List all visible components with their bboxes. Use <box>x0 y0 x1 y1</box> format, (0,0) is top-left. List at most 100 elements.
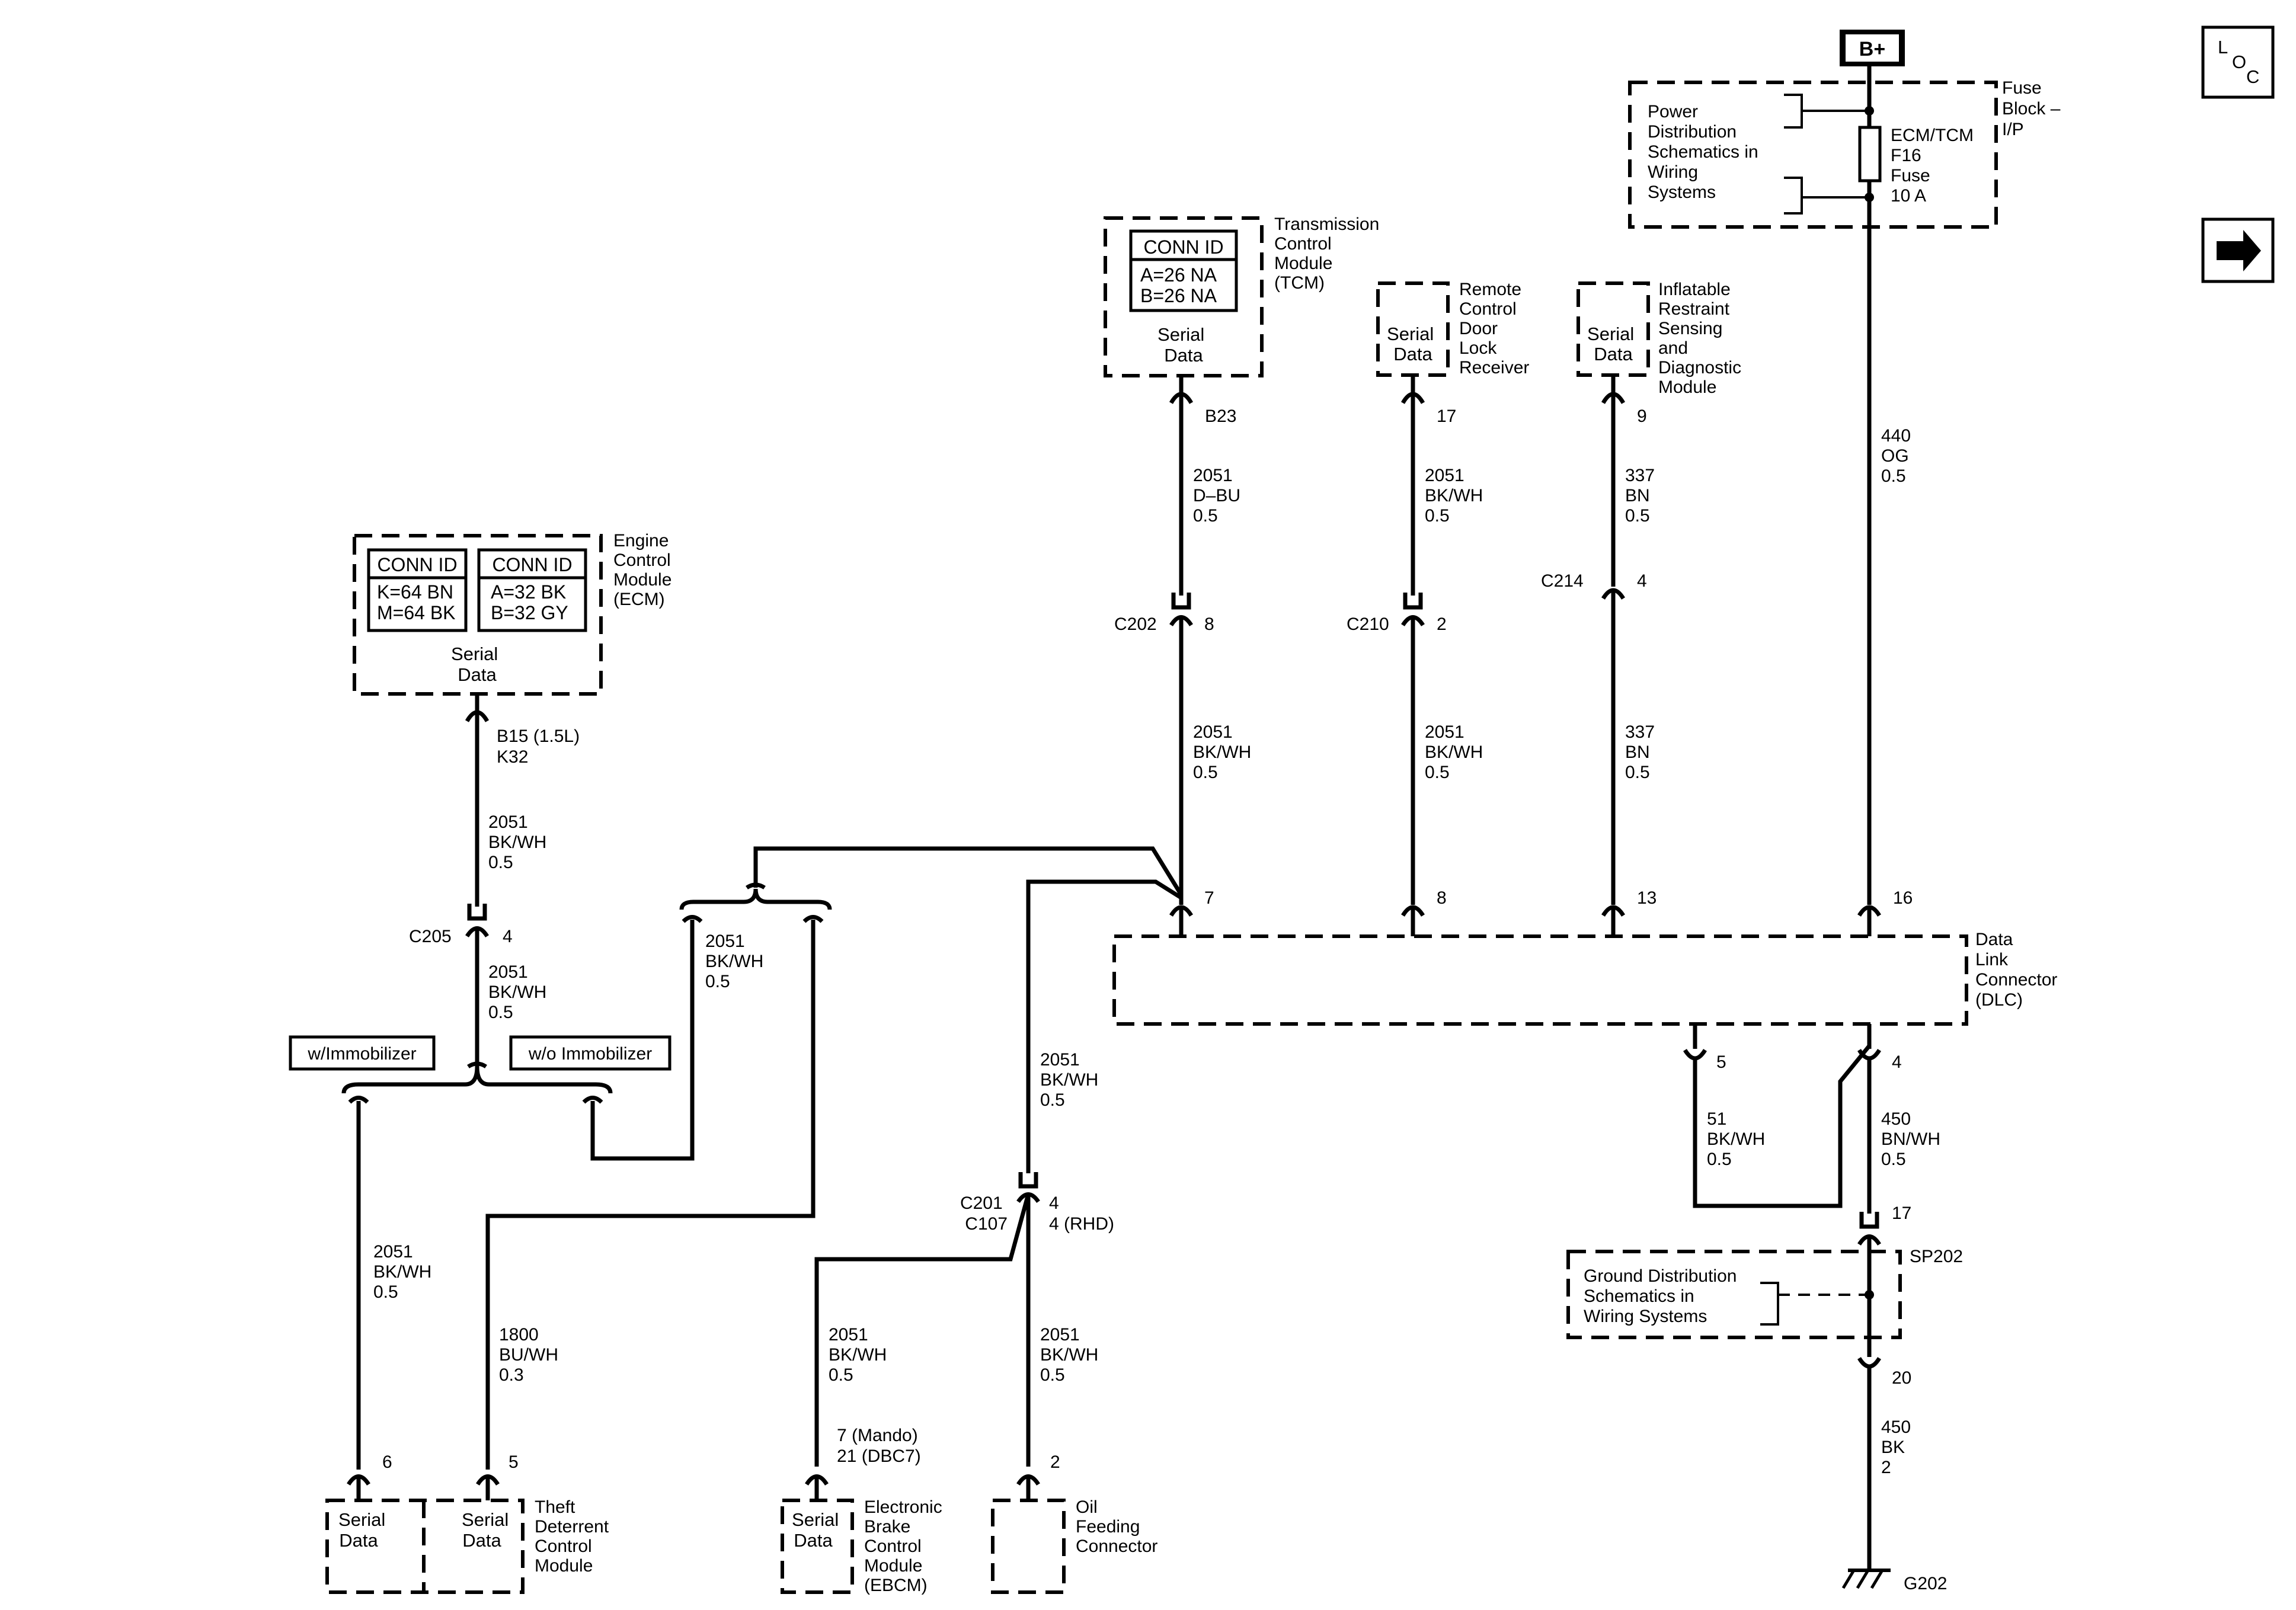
dlc-pin-13: 13 <box>1637 888 1657 908</box>
power-distribution-label: Power Distribution Schematics in Wiring … <box>1648 102 1763 202</box>
option-splice <box>467 1061 487 1069</box>
loc-letter-o: O <box>2232 52 2246 72</box>
dlc-name: Data Link Connector (DLC) <box>1975 930 2062 1010</box>
c210-female <box>1401 615 1425 626</box>
c214-pin: 4 <box>1637 571 1647 591</box>
dlc-pin-4: 4 <box>1892 1052 1902 1072</box>
svg-text:CONN ID: CONN ID <box>1143 236 1223 258</box>
c214-label: C214 <box>1541 571 1584 591</box>
tdm-name: Theft Deterrent Control Module <box>535 1497 613 1576</box>
ecm-wire2-label: 2051 BK/WH 0.5 <box>488 962 552 1022</box>
svg-text:A=26 NA: A=26 NA <box>1140 264 1217 286</box>
c205-pin: 4 <box>503 927 513 946</box>
sdm-outline <box>1576 281 1650 377</box>
c210-pin: 2 <box>1437 614 1447 634</box>
c201-connector-label: C201 C107 <box>960 1193 1008 1234</box>
wire-440-label: 440 OG 0.5 <box>1881 426 1916 486</box>
rcdlr-serial-data: Serial Data <box>1387 324 1439 364</box>
ground-pin-17: 17 <box>1892 1204 1911 1223</box>
brace-right-end <box>582 1096 603 1104</box>
loc-letter-c: C <box>2246 66 2259 87</box>
brace2-right-end <box>802 915 824 923</box>
svg-text:A=32 BK: A=32 BK <box>491 581 566 603</box>
wire-450a-label: 450 BN/WH 0.5 <box>1881 1109 1945 1169</box>
ground-pin20-terminal <box>1857 1357 1881 1369</box>
sdm-wire2-label: 337 BN 0.5 <box>1625 722 1659 782</box>
power-dist-bracket-bottom <box>1784 177 1803 215</box>
tcm-outline <box>1104 216 1264 377</box>
fuse-f16 <box>1858 126 1882 183</box>
tcm-name: Transmission Control Module (TCM) <box>1274 215 1384 293</box>
wire-450b-label: 450 BK 2 <box>1881 1417 1916 1477</box>
ebcm-wire <box>814 1193 1031 1467</box>
c202-label: C202 <box>1114 614 1157 634</box>
dlc-pin-5-terminal <box>1683 1049 1707 1061</box>
ecm-b15-terminal <box>465 710 490 722</box>
ecm-wire1-label: 2051 BK/WH 0.5 <box>488 812 552 872</box>
tcm-conn-id-table: CONN ID A=26 NA B=26 NA <box>1129 229 1238 312</box>
wire-51 <box>1693 1044 1871 1208</box>
tdm-serial-data-1: Serial Data <box>338 1509 391 1551</box>
rcdlr-wire1-label: 2051 BK/WH 0.5 <box>1425 466 1488 526</box>
b-plus-label: B+ <box>1859 38 1885 60</box>
upper-option-brace <box>679 888 832 910</box>
fuse-label: ECM/TCM F16 Fuse 10 A <box>1891 126 1978 206</box>
rcdlr-outline <box>1376 281 1450 377</box>
ground-conn-male <box>1859 1212 1879 1229</box>
c210-male <box>1403 593 1423 610</box>
rcdlr-wire2-label: 2051 BK/WH 0.5 <box>1425 722 1488 782</box>
svg-text:M=64 BK: M=64 BK <box>377 602 456 623</box>
dlc-outline <box>1112 934 1968 1026</box>
oil-wire-label: 2051 BK/WH 0.5 <box>1040 1325 1104 1385</box>
ecm-pin-label: B15 (1.5L) K32 <box>497 726 584 767</box>
without-immobilizer-label-box: w/o Immobilizer <box>509 1035 671 1071</box>
dlc-pin-7: 7 <box>1204 888 1214 908</box>
fuse-block-label: Fuse Block – I/P <box>2002 78 2065 139</box>
without-immobilizer-label: w/o Immobilizer <box>528 1044 652 1064</box>
c201-top-wire-label: 2051 BK/WH 0.5 <box>1040 1050 1104 1110</box>
rcdlr-pin: 17 <box>1437 406 1456 426</box>
rcdlr-name: Remote Control Door Lock Receiver <box>1459 280 1529 377</box>
ground-symbol-icon <box>1841 1569 1891 1589</box>
sdm-serial-data: Serial Data <box>1587 324 1639 364</box>
without-immobilizer-wire <box>590 920 695 1161</box>
mid-wire-label: 2051 BK/WH 0.5 <box>705 932 769 991</box>
sdm-name: Inflatable Restraint Sensing and Diagnos… <box>1658 280 1746 397</box>
svg-text:B=32 GY: B=32 GY <box>491 602 568 623</box>
sdm-wire1-label: 337 BN 0.5 <box>1625 466 1659 526</box>
c210-label: C210 <box>1347 614 1389 634</box>
sdm-pin: 9 <box>1637 406 1647 426</box>
ebcm-serial-data: Serial Data <box>792 1509 844 1551</box>
sp202-outline <box>1566 1250 1902 1339</box>
sp202-label: SP202 <box>1910 1247 1963 1266</box>
c205-female <box>465 926 489 937</box>
dlc-pin-5: 5 <box>1716 1052 1726 1072</box>
c202-pin: 8 <box>1204 614 1214 634</box>
ecm-conn-id-table-1: CONN ID K=64 BN M=64 BK <box>367 548 468 632</box>
oil-name: Oil Feeding Connector <box>1076 1497 1157 1556</box>
wo-immo-end <box>682 915 703 923</box>
brace-left-end <box>348 1096 369 1104</box>
location-view-icon[interactable]: L O C <box>2201 25 2275 99</box>
tdm-wire-right-label: 1800 BU/WH 0.3 <box>499 1325 563 1385</box>
svg-text:CONN ID: CONN ID <box>492 554 572 575</box>
svg-text:B=26 NA: B=26 NA <box>1140 285 1217 306</box>
right-arrow-icon[interactable] <box>2201 217 2275 283</box>
tdm-pin5-wire <box>485 920 816 1470</box>
c201-feed-wire <box>1026 879 1182 1173</box>
dlc-pin-8: 8 <box>1437 888 1447 908</box>
sp202-splice-dot <box>1865 1290 1874 1299</box>
c214-female <box>1601 588 1625 600</box>
ecm-name: Engine Control Module (ECM) <box>613 531 677 609</box>
immobilizer-option-brace <box>341 1066 613 1094</box>
upper-route-wire <box>753 846 1183 896</box>
svg-text:K=64 BN: K=64 BN <box>377 581 453 603</box>
sdm-pin-terminal <box>1601 392 1626 404</box>
tcm-serial-data: Serial Data <box>1157 324 1210 366</box>
c205-label: C205 <box>409 927 452 946</box>
ebcm-pin-label: 7 (Mando) 21 (DBC7) <box>837 1426 923 1466</box>
svg-text:CONN ID: CONN ID <box>377 554 457 575</box>
tdm-pin-6: 6 <box>382 1452 392 1472</box>
with-immobilizer-label-box: w/Immobilizer <box>289 1035 436 1071</box>
